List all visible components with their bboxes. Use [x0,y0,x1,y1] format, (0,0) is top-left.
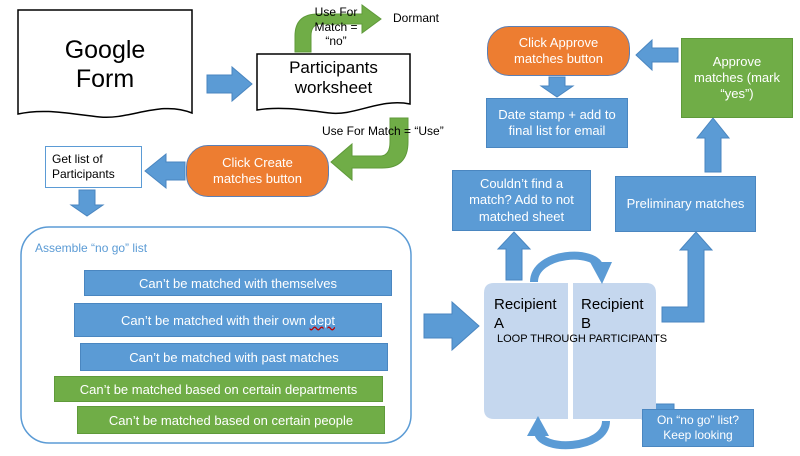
no-go-check-line1: On “no go” list? [656,413,740,427]
approve-button-line2: matches button [514,51,603,66]
no-go-item-text: Can’t be matched with past matches [129,349,339,365]
couldnt-line2: match? Add to not [469,192,574,208]
loop-label: LOOP THROUGH PARTICIPANTS [497,333,668,345]
date-stamp-line2: final list for email [508,123,606,138]
loop-panel-b [573,283,656,419]
recipient-a: Recipient A [494,296,557,334]
approve-button-line1: Click Approve [518,34,599,50]
no-go-check-line2: Keep looking [663,428,733,442]
loop-arrow-top-head [590,262,612,284]
use-no-line1: Use For [314,5,358,20]
no-go-item-departments: Can’t be matched based on certain depart… [54,376,383,402]
arrow-button-to-datestamp [539,76,575,98]
google-form: Google Form [18,30,192,100]
approve-yes-line3: “yes”) [720,86,754,102]
approve-yes-box: Approve matches (mark “yes”) [681,38,793,118]
dormant-label: Dormant [392,10,439,25]
worksheet-shape [256,53,411,115]
create-button-line2: matches button [213,171,302,186]
no-go-item-text: Can’t be matched based on certain depart… [79,381,358,397]
arrow-preliminary-up [695,117,731,173]
recipient-b-line2: B [581,314,592,332]
worksheet-line2: worksheet [294,78,373,97]
recipient-a-line2: A [494,314,505,332]
recipient-b-line1: Recipient [581,296,644,313]
no-go-item-own-dept: Can’t be matched with their own dept [74,303,382,337]
recipient-a-line1: Recipient [494,296,557,313]
google-form-line1: Google [64,36,146,65]
get-list-line1: Get list of [52,152,103,166]
loop-panel-a [484,283,568,419]
no-go-item-text: Can’t be matched with themselves [139,275,337,291]
green-arrow-to-create [330,117,409,182]
approve-yes-line1: Approve [712,53,762,69]
use-no-line3: “no” [325,34,347,49]
get-list-box: Get list of Participants [45,146,142,188]
preliminary-matches-box: Preliminary matches [615,176,756,232]
date-stamp-box: Date stamp + add to final list for email [486,98,628,148]
couldnt-line3: matched sheet [478,208,565,224]
approve-yes-line2: matches (mark [694,69,780,85]
green-arrow-to-dormant [294,4,382,53]
arrow-create-to-getlist [144,152,186,190]
arrow-loop-to-couldnt [496,231,532,281]
loop-arrow-top [530,251,604,283]
use-for-match-use-label: Use For Match = “Use” [322,123,444,138]
no-go-item-text: Can’t be matched based on certain people [108,412,354,428]
recipient-b: Recipient B [581,296,644,334]
create-button-line1: Click Create [222,154,293,170]
no-go-item-themselves: Can’t be matched with themselves [84,270,392,296]
participants-worksheet: Participants worksheet [257,56,410,100]
arrow-approveyes-to-button [635,38,679,72]
couldnt-find-box: Couldn’t find a match? Add to not matche… [452,170,591,231]
spellcheck-flagged-word: dept [309,312,335,328]
loop-arrow-bottom-head [527,416,549,436]
no-go-item-people: Can’t be matched based on certain people [77,406,385,434]
no-go-item-past-matches: Can’t be matched with past matches [80,343,388,371]
assemble-title: Assemble “no go” list [35,241,148,255]
arrow-assemble-to-loop [423,300,480,352]
couldnt-line1: Couldn’t find a [479,176,564,192]
create-matches-button[interactable]: Click Create matches button [186,145,329,197]
use-for-match-no-label: Use For Match = “no” [304,2,368,52]
google-form-shape [17,9,193,119]
date-stamp-line1: Date stamp + add to [498,106,616,122]
no-go-item-text: Can’t be matched with their own [121,312,310,328]
arrow-getlist-down [69,189,105,217]
loop-arrow-bottom [534,420,610,450]
arrow-form-to-worksheet [206,65,253,103]
use-no-line2: Match = [314,19,358,34]
google-form-line2: Form [75,65,135,93]
no-go-check-box: On “no go” list? Keep looking [642,409,754,447]
worksheet-line1: Participants [289,58,378,78]
arrow-loop-to-preliminary [661,231,714,323]
approve-matches-button[interactable]: Click Approve matches button [487,26,630,76]
get-list-line2: Participants [52,167,115,181]
